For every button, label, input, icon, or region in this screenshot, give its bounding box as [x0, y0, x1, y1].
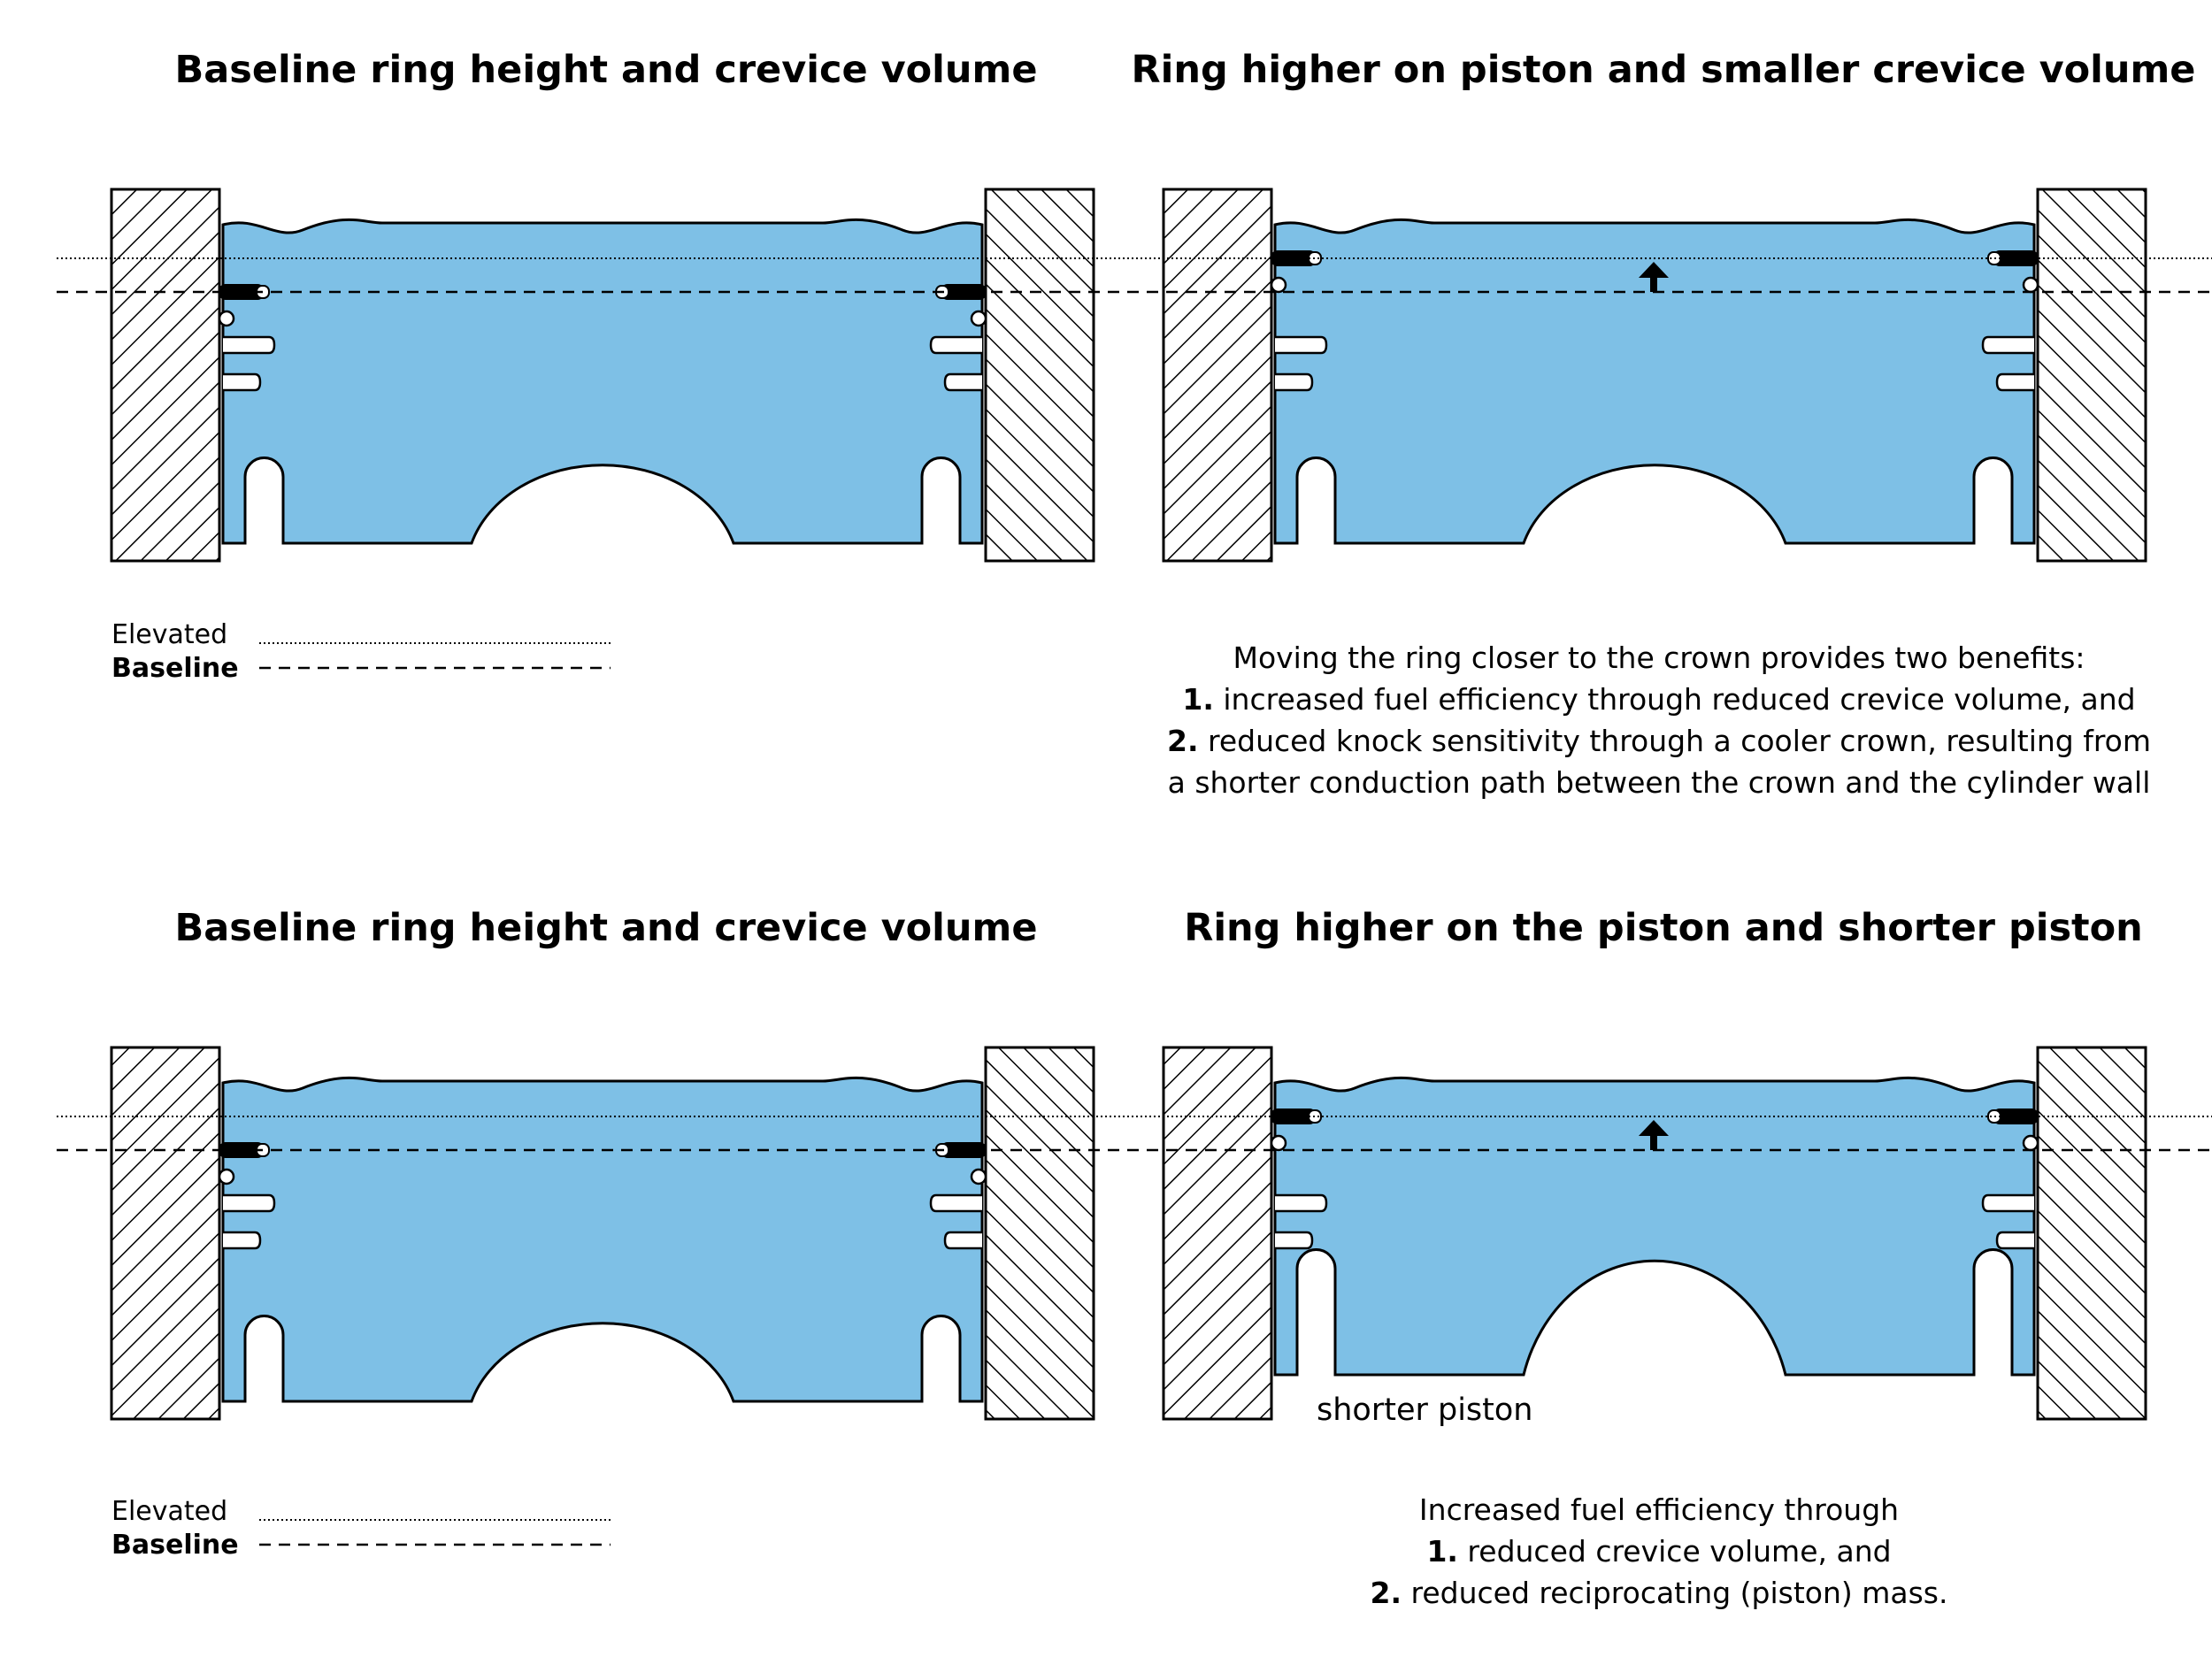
title-top-right: Ring higher on piston and smaller crevic… [1132, 48, 2196, 92]
ring-groove-right [1995, 372, 2034, 392]
cylinder-wall-left [1162, 188, 1273, 563]
cylinder-wall-right [2036, 188, 2147, 563]
groove-notch-left [1270, 1134, 1287, 1152]
groove-notch-left [218, 310, 235, 327]
title-bottom-right: Ring higher on the piston and shorter pi… [1184, 906, 2143, 950]
ring-groove-left [223, 1231, 262, 1250]
caption-item-2-num: 2. [1167, 724, 1199, 758]
ring-groove-right [1981, 335, 2034, 355]
ring-groove-left [223, 372, 262, 392]
piston-body [1273, 1077, 2036, 1377]
title-bottom-left: Baseline ring height and crevice volume [174, 906, 1037, 950]
piston-body [1273, 219, 2036, 545]
caption-item-1-num: 1. [1182, 682, 1214, 717]
ring-groove-left [223, 1193, 276, 1213]
caption-item-1-text: increased fuel efficiency through reduce… [1214, 682, 2136, 717]
caption-item-2: 2. reduced reciprocating (piston) mass. [1371, 1576, 1948, 1610]
legend-baseline-label: Baseline [111, 653, 239, 684]
caption-top-right: Moving the ring closer to the crown prov… [1167, 641, 2151, 800]
caption-bottom-right: Increased fuel efficiency through 1. red… [1371, 1492, 1948, 1610]
legend-baseline-label: Baseline [111, 1530, 239, 1561]
piston-assembly-elevated [1162, 1046, 2147, 1421]
legend-top: Elevated Baseline [111, 619, 611, 684]
piston-body [221, 219, 984, 545]
up-arrow-icon [1639, 262, 1669, 292]
cylinder-wall-right [984, 1046, 1095, 1421]
ring-groove-right [943, 372, 982, 392]
piston-assembly-baseline [110, 1046, 1095, 1421]
caption-intro: Increased fuel efficiency through [1419, 1492, 1899, 1527]
piston-assembly-elevated [1162, 188, 2147, 563]
ring-groove-left [1275, 335, 1328, 355]
diagram-row-top [57, 188, 2212, 563]
piston-assembly-baseline [110, 188, 1095, 563]
legend-elevated-label: Elevated [111, 619, 227, 650]
ring-groove-right [1995, 1231, 2034, 1250]
legend-elevated-label: Elevated [111, 1496, 227, 1527]
ring-groove-right [929, 335, 982, 355]
groove-notch-right [2022, 1134, 2039, 1152]
title-top-left: Baseline ring height and crevice volume [174, 48, 1037, 92]
cylinder-wall-left [110, 188, 221, 563]
groove-notch-right [970, 310, 987, 327]
ring-groove-left [1275, 1231, 1314, 1250]
ring-groove-right [1981, 1193, 2034, 1213]
groove-notch-right [2022, 276, 2039, 294]
ring-groove-left [223, 335, 276, 355]
legend-bottom: Elevated Baseline [111, 1496, 611, 1561]
ring-groove-right [929, 1193, 982, 1213]
ring-groove-left [1275, 372, 1314, 392]
caption-item-1-num: 1. [1426, 1534, 1458, 1569]
caption-item-1: 1. reduced crevice volume, and [1426, 1534, 1891, 1569]
cylinder-wall-right [984, 188, 1095, 563]
caption-item-2-continued: a shorter conduction path between the cr… [1168, 765, 2151, 800]
ring-groove-right [943, 1231, 982, 1250]
shorter-piston-label: shorter piston [1317, 1392, 1533, 1428]
cylinder-wall-left [110, 1046, 221, 1421]
caption-item-2-text: reduced reciprocating (piston) mass. [1402, 1576, 1947, 1610]
groove-notch-right [970, 1168, 987, 1185]
cylinder-wall-left [1162, 1046, 1273, 1421]
caption-intro: Moving the ring closer to the crown prov… [1233, 641, 2085, 675]
piston-body [221, 1077, 984, 1403]
ring-groove-left [1275, 1193, 1328, 1213]
diagram-row-bottom [57, 1046, 2212, 1421]
groove-notch-left [1270, 276, 1287, 294]
caption-item-2: 2. reduced knock sensitivity through a c… [1167, 724, 2151, 758]
caption-item-1: 1. increased fuel efficiency through red… [1182, 682, 2135, 717]
up-arrow-icon [1639, 1120, 1669, 1150]
groove-notch-left [218, 1168, 235, 1185]
caption-item-1-text: reduced crevice volume, and [1458, 1534, 1892, 1569]
cylinder-wall-right [2036, 1046, 2147, 1421]
caption-item-2-num: 2. [1371, 1576, 1402, 1610]
caption-item-2-text: reduced knock sensitivity through a cool… [1198, 724, 2151, 758]
